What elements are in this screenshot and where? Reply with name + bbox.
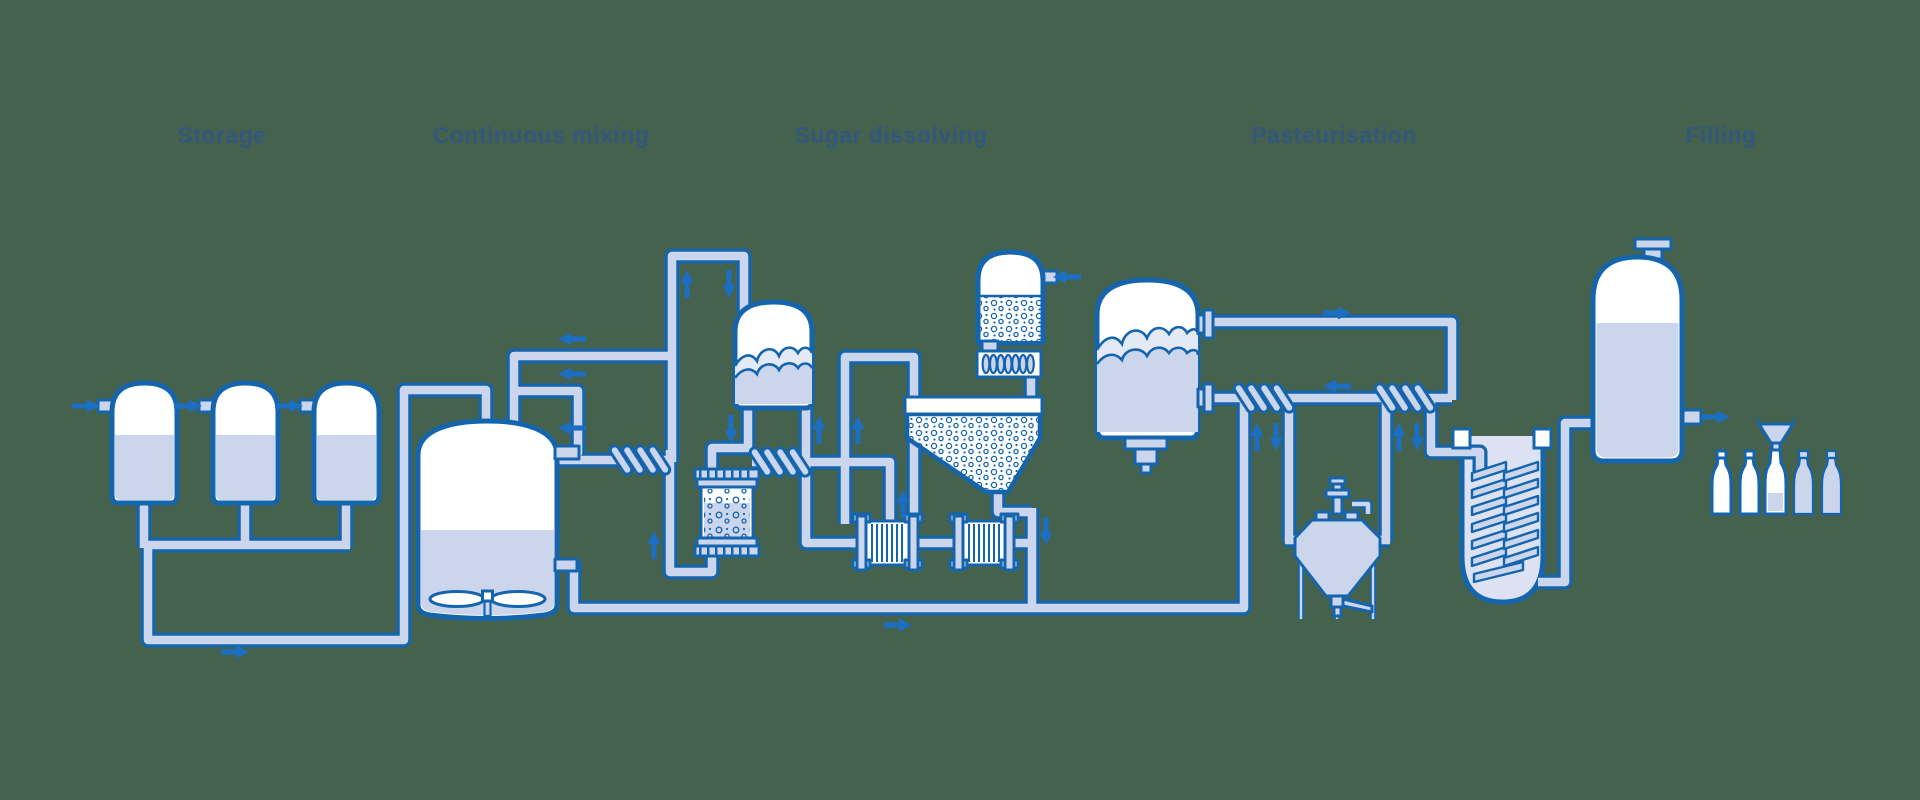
bottle-empty-1 [1710, 449, 1733, 516]
flow-arrow-icon [1269, 423, 1283, 451]
flow-arrow-icon [851, 416, 865, 444]
flow-arrow-icon [884, 618, 912, 632]
flow-arrow-icon [558, 332, 586, 346]
flow-arrow-icon [812, 416, 826, 444]
filling-tank [1590, 237, 1703, 464]
vent-cap [1633, 237, 1673, 251]
flow-arrow-icon [647, 531, 661, 559]
section-label-sugar-dissolving: Sugar dissolving [794, 122, 987, 148]
bottle-empty-2 [1738, 449, 1761, 516]
bottle-filled-1 [1792, 449, 1815, 516]
flow-arrow-icon [1392, 423, 1406, 451]
flow-arrow-icon [1410, 423, 1424, 451]
section-label-continuous-mixing: Continuous mixing [433, 122, 650, 148]
mixer-top-inlet-stub [553, 444, 581, 461]
storage-tank-3 [298, 380, 382, 506]
bottom-nozzle-flange [1123, 436, 1169, 451]
rim-tab-right [1532, 427, 1553, 450]
coupling-icon [607, 442, 673, 478]
agitator-propeller-icon [428, 589, 547, 618]
coil-heat-exchanger [1451, 427, 1553, 584]
section-label-pasteurisation: Pasteurisation [1251, 122, 1417, 148]
separator-vessel [1293, 476, 1382, 619]
filler-outlet-stub [1680, 408, 1703, 426]
top-valve-icon [1324, 476, 1351, 516]
screw-feeder [975, 349, 1043, 379]
mixer-recirc-stub [553, 557, 579, 573]
plate-hx-right [948, 512, 1020, 572]
mixing-tank [415, 418, 581, 621]
buffer-tank [732, 299, 815, 411]
flow-arrow-icon [72, 399, 100, 413]
flow-arrow-icon [680, 270, 694, 298]
storage-tank-2 [197, 380, 281, 506]
storage-tank-1 [96, 380, 180, 506]
sugar-feeder [975, 249, 1059, 379]
flow-arrow-icon [724, 415, 738, 443]
section-label-storage: Storage [177, 122, 266, 148]
flow-arrow-icon [558, 367, 586, 381]
sugar-hopper [903, 395, 1044, 495]
bottle-filled-2 [1820, 449, 1843, 516]
section-labels: Storage Continuous mixing Sugar dissolvi… [177, 122, 1756, 148]
bottle-filling-line [1710, 417, 1843, 516]
plate-heat-exchangers [851, 512, 1020, 572]
plate-hx-left [851, 512, 924, 572]
flow-arrow-icon [1702, 410, 1730, 424]
rim-tab-left [1451, 427, 1472, 450]
drain-valve-icon [1329, 594, 1374, 618]
pasteurisation-tank [1094, 277, 1215, 475]
coil-bundles [1470, 460, 1540, 584]
bubbler-vessel [693, 467, 761, 558]
flow-arrow-icon [1250, 423, 1264, 451]
section-label-filling: Filling [1685, 122, 1756, 148]
flow-arrow-icon [1039, 517, 1053, 545]
storage-tanks [96, 380, 382, 506]
bottle-being-filled [1763, 448, 1788, 516]
flow-arrow-icon [722, 270, 736, 298]
